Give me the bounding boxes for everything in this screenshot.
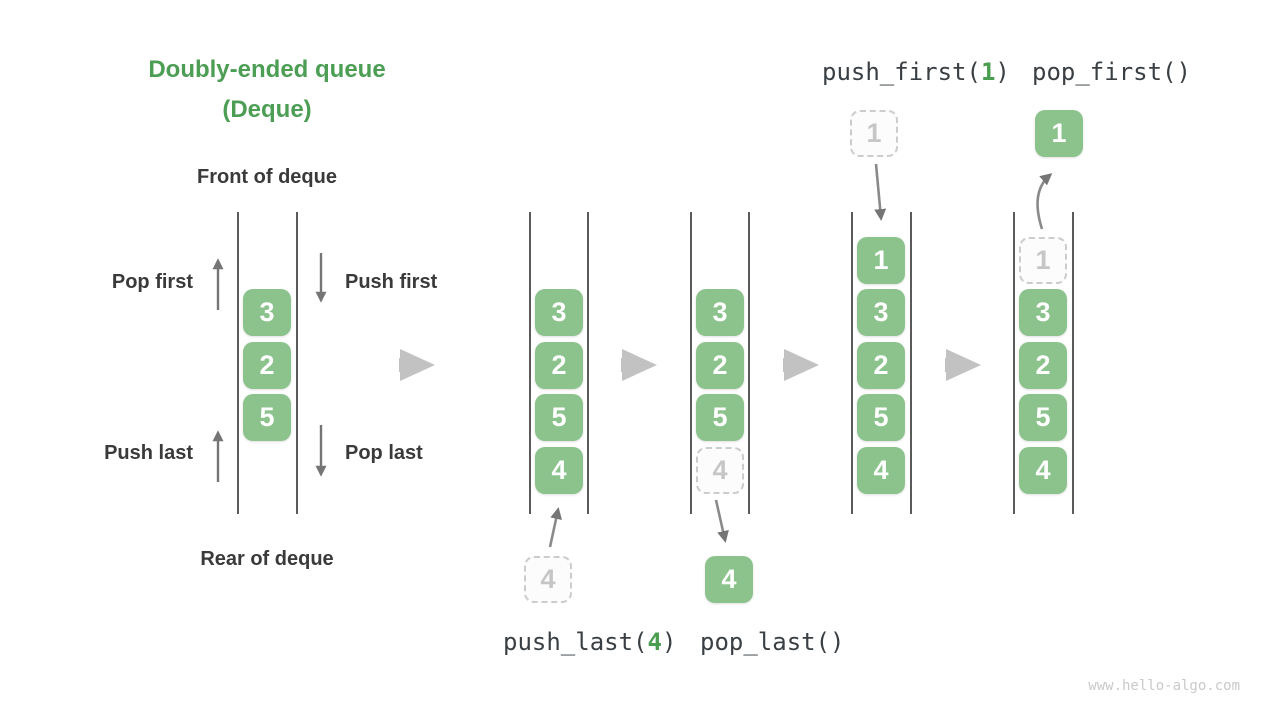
deque-column-initial: 3 2 5 xyxy=(237,212,298,514)
deque-cell: 4 xyxy=(535,447,583,494)
deque-column-after-pop-last: 3 2 5 4 xyxy=(690,212,750,514)
deque-cell: 3 xyxy=(1019,289,1067,336)
pop-first-code-label: pop_first() xyxy=(1032,58,1191,86)
transition-arrow-icon-3 xyxy=(783,349,819,381)
push-first-label: Push first xyxy=(345,271,438,293)
deque-wall xyxy=(237,212,239,514)
deque-cell: 5 xyxy=(696,394,744,441)
pop-last-result-cell: 4 xyxy=(705,556,753,603)
rear-of-deque-label: Rear of deque xyxy=(200,548,334,570)
deque-wall xyxy=(910,212,912,514)
deque-wall xyxy=(529,212,531,514)
push-last-code-suffix: ) xyxy=(661,628,677,656)
deque-column-after-push-last: 3 2 5 4 xyxy=(529,212,589,514)
pop-last-label: Pop last xyxy=(345,442,423,464)
push-first-code-prefix: push_first( xyxy=(822,58,981,86)
deque-cell: 2 xyxy=(535,342,583,389)
push-last-operand-cell: 4 xyxy=(524,556,572,603)
push-first-operation-arrow-icon xyxy=(874,163,887,221)
push-first-operand-cell: 1 xyxy=(850,110,898,157)
watermark: www.hello-algo.com xyxy=(1088,678,1240,694)
deque-cell: 5 xyxy=(535,394,583,441)
push-first-code-suffix: ) xyxy=(995,58,1010,86)
pop-first-label: Pop first xyxy=(111,271,193,293)
deque-cell: 3 xyxy=(696,289,744,336)
deque-column-after-pop-first: 1 3 2 5 4 xyxy=(1013,212,1074,514)
pop-first-result-cell: 1 xyxy=(1035,110,1083,157)
push-last-operation-arrow-icon xyxy=(548,507,562,548)
deque-cell: 1 xyxy=(857,237,905,284)
deque-cell: 3 xyxy=(535,289,583,336)
deque-cell: 4 xyxy=(1019,447,1067,494)
deque-cell: 5 xyxy=(857,394,905,441)
push-first-code-label: push_first(1) xyxy=(822,59,1010,85)
transition-arrow-icon-2 xyxy=(621,349,657,381)
deque-wall xyxy=(296,212,298,514)
deque-cell: 2 xyxy=(1019,342,1067,389)
front-of-deque-label: Front of deque xyxy=(197,166,337,188)
deque-cell: 2 xyxy=(696,342,744,389)
deque-wall xyxy=(1072,212,1074,514)
push-last-code-prefix: push_last( xyxy=(503,628,648,656)
diagram-title: Doubly-ended queue (Deque) xyxy=(100,50,434,130)
push-first-code-arg: 1 xyxy=(980,58,996,86)
deque-cell: 4 xyxy=(857,447,905,494)
push-last-code-label: push_last(4) xyxy=(503,629,676,655)
transition-arrow-icon-4 xyxy=(945,349,981,381)
deque-wall xyxy=(748,212,750,514)
deque-cell: 3 xyxy=(857,289,905,336)
deque-cell-ghost: 1 xyxy=(1019,237,1067,284)
deque-wall xyxy=(690,212,692,514)
push-last-label: Push last xyxy=(104,442,193,464)
deque-wall xyxy=(1013,212,1015,514)
deque-wall xyxy=(587,212,589,514)
deque-cell: 3 xyxy=(243,289,291,336)
title-line-2: (Deque) xyxy=(222,96,312,123)
deque-cell: 2 xyxy=(243,342,291,389)
title-line-1: Doubly-ended queue xyxy=(148,56,386,83)
push-last-code-arg: 4 xyxy=(647,628,662,656)
pop-last-code-label: pop_last() xyxy=(700,628,845,656)
deque-cell: 2 xyxy=(857,342,905,389)
deque-cell: 5 xyxy=(1019,394,1067,441)
deque-column-after-push-first: 1 3 2 5 4 xyxy=(851,212,912,514)
transition-arrow-icon-1 xyxy=(399,349,435,381)
deque-cell-ghost: 4 xyxy=(696,447,744,494)
deque-wall xyxy=(851,212,853,514)
deque-cell: 5 xyxy=(243,394,291,441)
